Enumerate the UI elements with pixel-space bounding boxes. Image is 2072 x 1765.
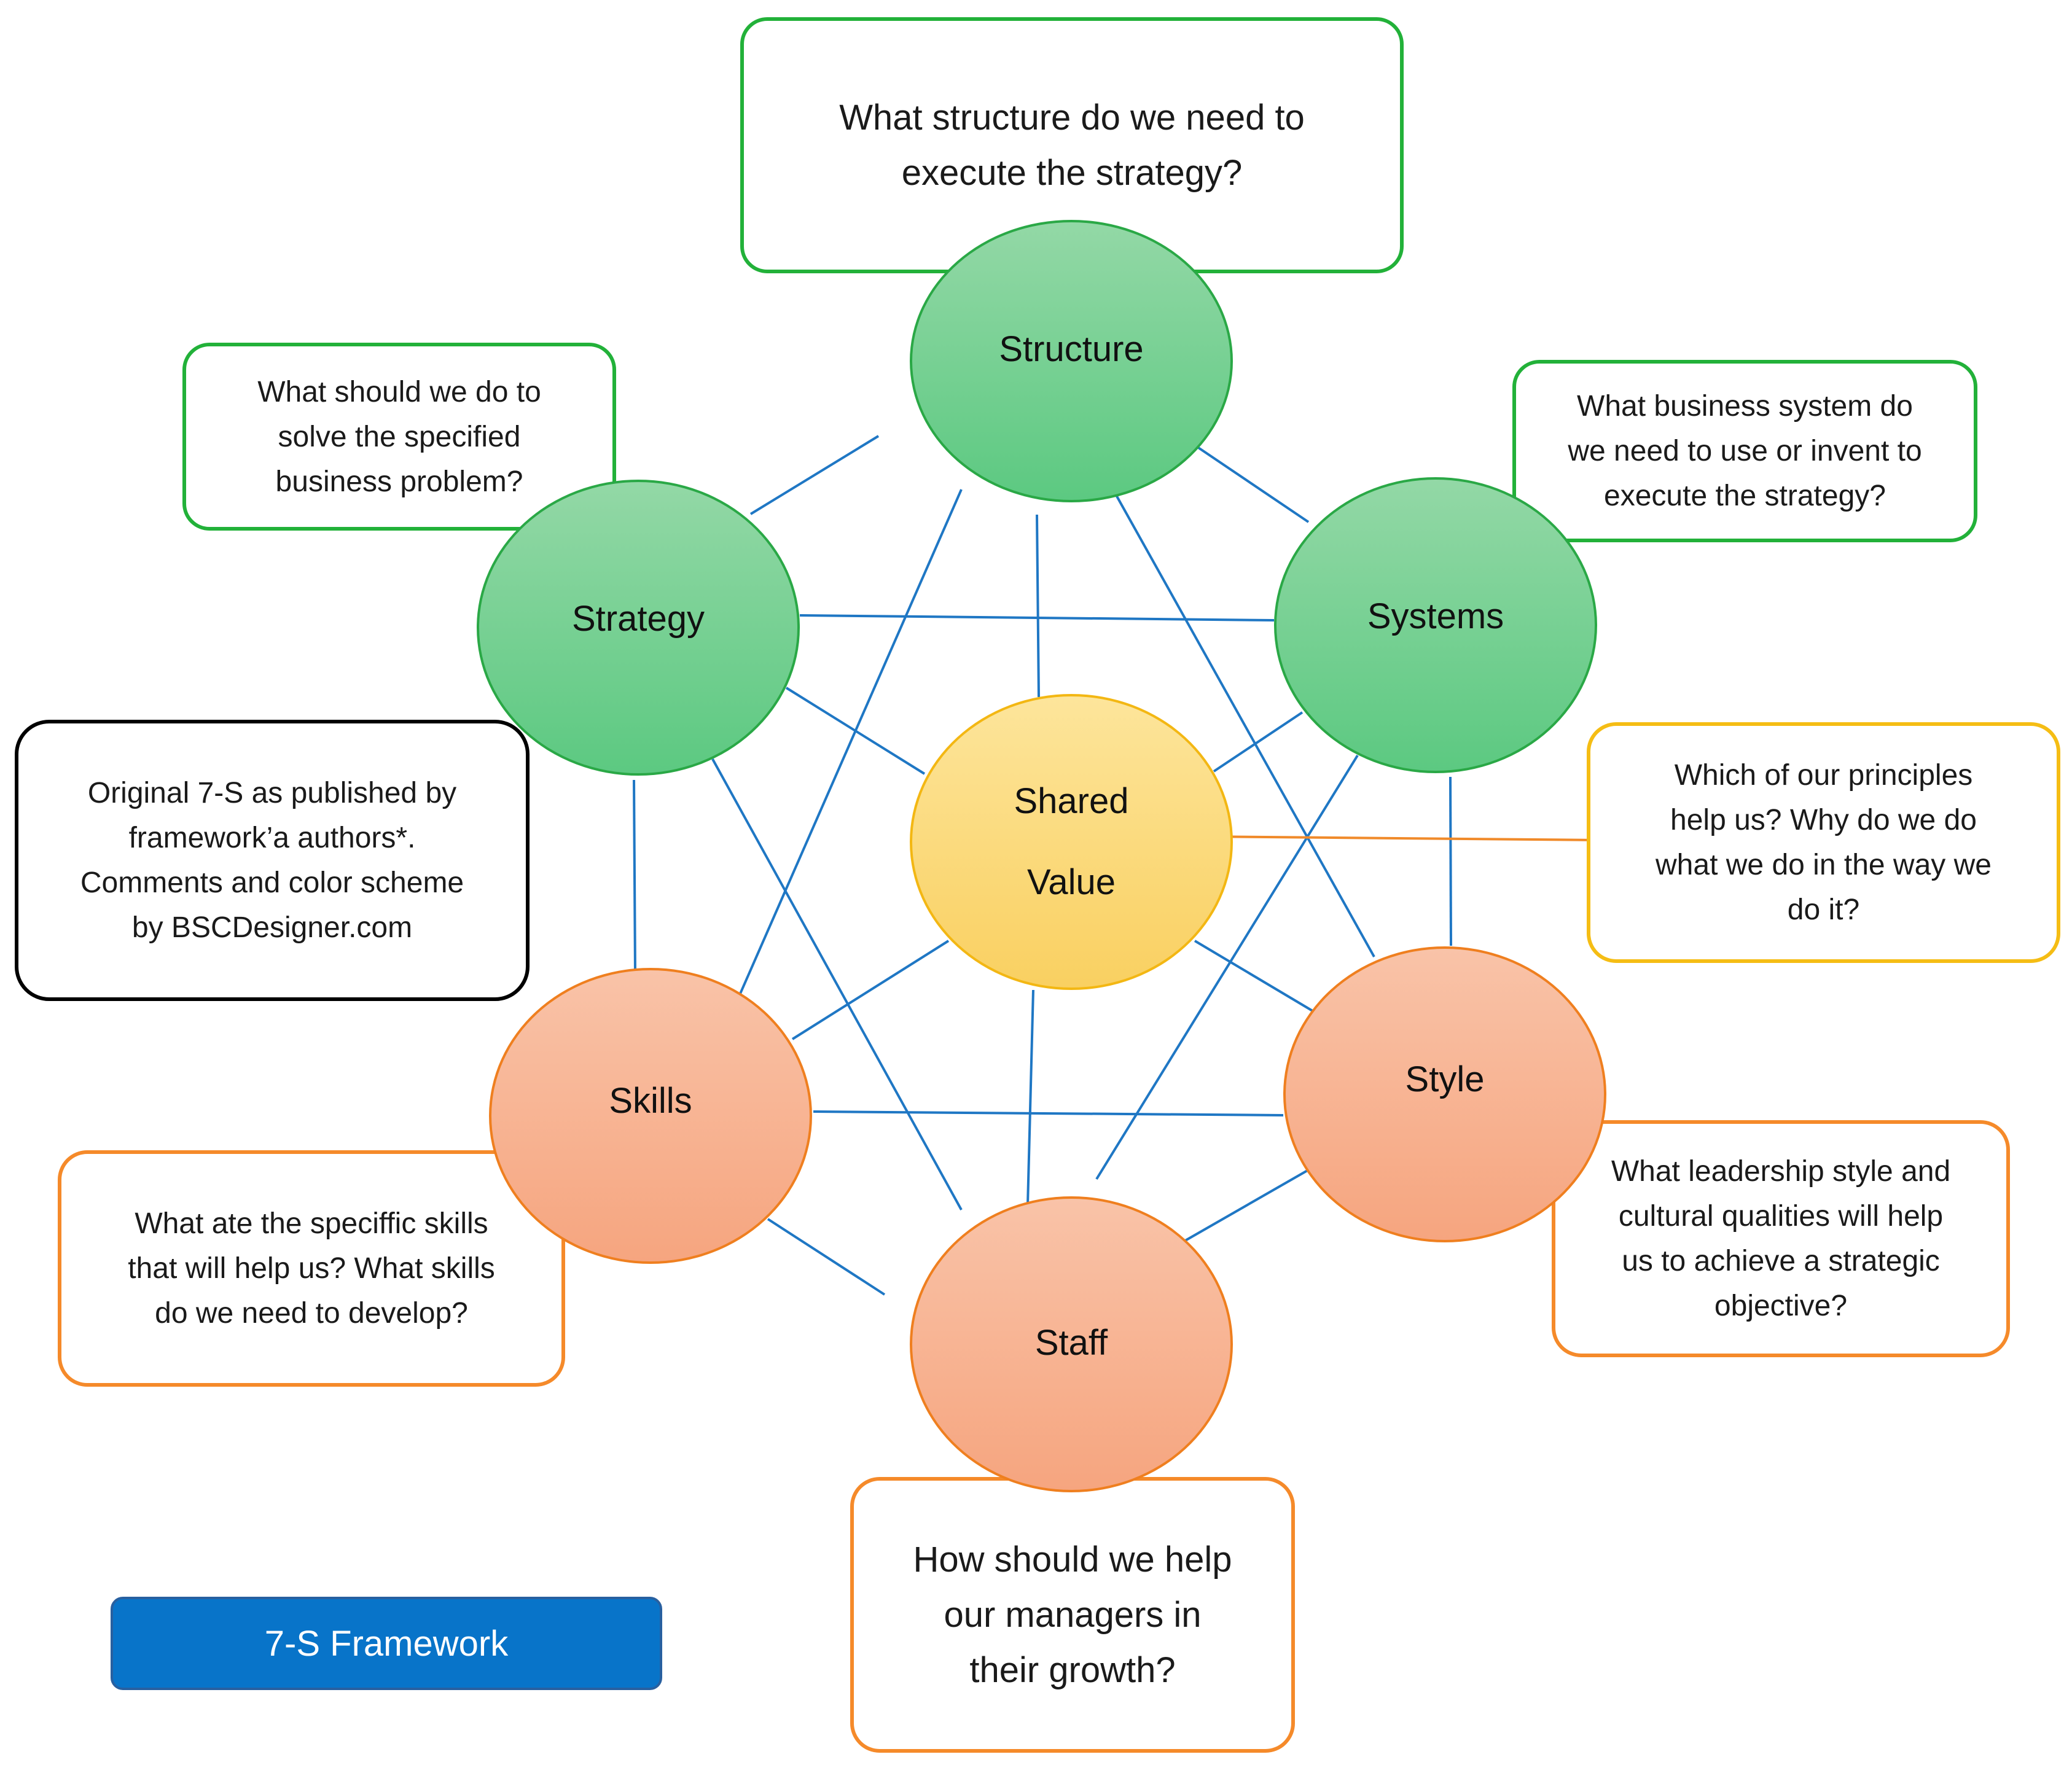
structure-node: Structure [910, 220, 1233, 502]
strategy-node-label: Strategy [572, 598, 705, 639]
structure-node-label: Structure [999, 329, 1144, 369]
connector-strategy-shared-value [785, 687, 926, 775]
connector-skills-style [813, 1110, 1284, 1116]
connector-shared-value-style [1194, 940, 1316, 1013]
staff-node-label: Staff [1034, 1323, 1108, 1363]
systems-question-box: What business system do we need to use o… [1512, 360, 1977, 542]
staff-node: Staff [910, 1196, 1233, 1492]
skills-question-box: What ate the speciffic skills that will … [58, 1150, 565, 1387]
connector-shared-value-staff [1026, 989, 1034, 1206]
connector-strategy-skills [633, 779, 636, 975]
connector-shared-value-connector [1198, 835, 1599, 841]
connector-structure-style [1116, 496, 1375, 957]
connector-shared-value-skills [791, 940, 950, 1040]
shared-value-node-label: Shared Value [1014, 781, 1129, 902]
connector-systems-style [1449, 776, 1452, 946]
strategy-question-box: What should we do to solve the specified… [182, 343, 616, 531]
connector-skills-staff [767, 1218, 886, 1296]
connector-structure-shared-value [1036, 514, 1040, 698]
shared-value-node: Shared Value [910, 694, 1233, 990]
connector-systems-shared-value [1213, 711, 1304, 773]
connector-structure-strategy [749, 435, 880, 515]
skills-node-label: Skills [609, 1080, 692, 1121]
framework-label: 7-S Framework [111, 1597, 662, 1690]
source-note-text: Original 7-S as published by framework’a… [80, 777, 464, 944]
connector-strategy-systems [799, 614, 1275, 621]
connector-structure-skills [739, 489, 963, 994]
connector-systems-staff [1095, 754, 1359, 1180]
source-note-box: Original 7-S as published by framework’a… [15, 720, 530, 1001]
systems-node: Systems [1274, 477, 1597, 773]
style-question-box: What leadership style and cultural quali… [1552, 1120, 2010, 1357]
structure-question-text: What structure do we need to execute the… [839, 97, 1305, 193]
framework-label-text: 7-S Framework [264, 1623, 509, 1664]
skills-question-text: What ate the speciffic skills that will … [128, 1207, 495, 1330]
strategy-question-text: What should we do to solve the specified… [257, 375, 541, 498]
staff-question-box: How should we help our managers in their… [850, 1477, 1295, 1753]
skills-node: Skills [489, 968, 812, 1264]
shared-value-question-text: Which of our principles help us? Why do … [1656, 759, 1992, 926]
systems-node-label: Systems [1367, 596, 1504, 636]
style-question-text: What leadership style and cultural quali… [1611, 1155, 1951, 1322]
style-node: Style [1283, 946, 1606, 1242]
staff-question-text: How should we help our managers in their… [913, 1539, 1232, 1690]
style-node-label: Style [1405, 1059, 1485, 1099]
systems-question-text: What business system do we need to use o… [1568, 390, 1922, 512]
shared-value-question-box: Which of our principles help us? Why do … [1587, 722, 2060, 963]
strategy-node: Strategy [477, 480, 800, 776]
connector-strategy-staff [711, 758, 963, 1210]
